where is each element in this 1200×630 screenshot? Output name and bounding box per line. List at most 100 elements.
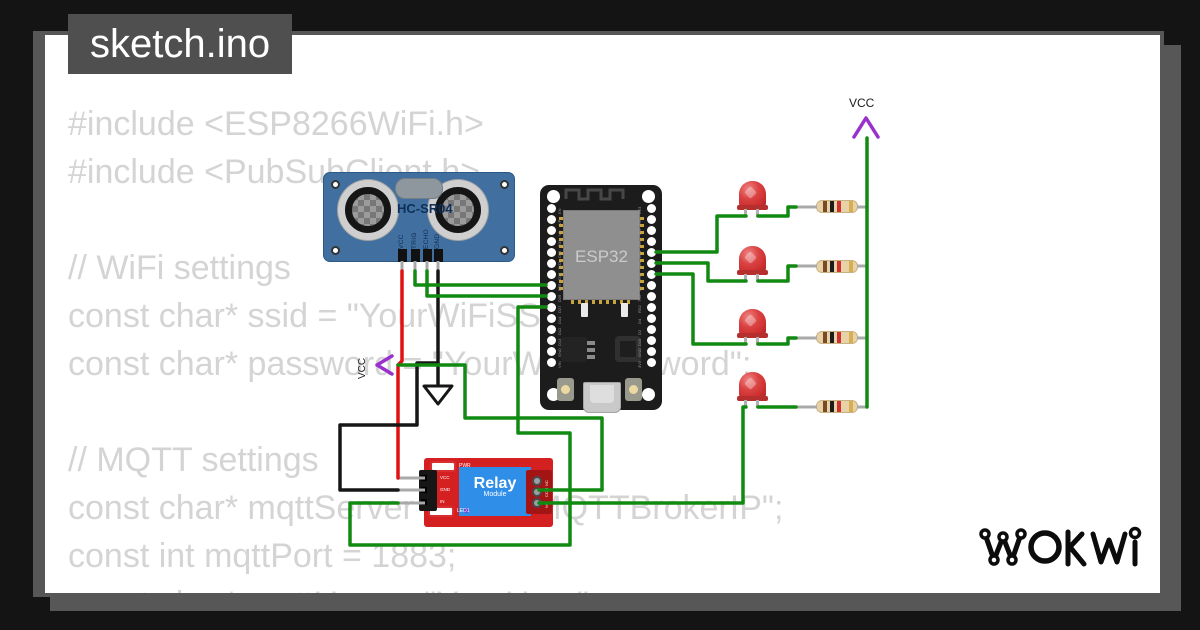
relay-pin-header[interactable] (419, 470, 437, 511)
esp32-pin-tx0-r[interactable] (646, 225, 656, 235)
esp32-pin-gnd-r[interactable] (646, 346, 656, 356)
led1-label: LED1 (457, 508, 470, 514)
led-1[interactable] (737, 181, 768, 217)
code-line: const int mqttPort = 1883; (68, 537, 457, 575)
esp32-module: ESP32 (559, 210, 644, 304)
en-button[interactable] (557, 378, 574, 401)
vcc-symbol-label: VCC (849, 96, 875, 110)
resistor-3[interactable] (816, 331, 858, 344)
code-line: #include <ESP8266WiFi.h> (68, 105, 484, 143)
esp32-silkscreen-label: ESP32 (575, 247, 628, 266)
pin-vcc[interactable] (398, 249, 407, 262)
terminal-label: NO (544, 502, 549, 508)
pin-label: VCC (398, 234, 405, 249)
esp32-pin-d33-l[interactable] (546, 269, 556, 279)
esp32-pin-en-l[interactable] (546, 203, 556, 213)
esp32-pin-d32-l[interactable] (546, 258, 556, 268)
esp32-pin-d25-l[interactable] (546, 280, 556, 290)
boot-button[interactable] (625, 378, 642, 401)
esp32-pin-d23-r[interactable] (646, 203, 656, 213)
relay-pin-label: GND (440, 487, 450, 492)
esp32-pin-d26-l[interactable] (546, 291, 556, 301)
relay-terminal-block[interactable]: NC COM NO (526, 470, 552, 514)
terminal-label: COM (544, 487, 549, 497)
esp32-pin-label: VN (557, 229, 562, 236)
esp32-pin-label: RX0 (637, 238, 642, 247)
esp32-pin-vin-l[interactable] (546, 357, 556, 367)
esp32-pin-label: D27 (557, 305, 562, 313)
esp32-pin-label: D18 (637, 272, 642, 280)
code-line: const char* ssid = "YourWiFiSSID"; (68, 297, 597, 335)
led-2[interactable] (737, 246, 768, 282)
esp32-pin-label: D19 (637, 261, 642, 269)
esp32-pin-label: TX0 (637, 228, 642, 236)
pin-echo[interactable] (423, 249, 432, 262)
esp32-pin-label: 3V3 (637, 360, 642, 368)
esp32-pin-label: D15 (637, 338, 642, 346)
relay-pin-label: VCC (440, 475, 450, 480)
esp32-pin-label: D4 (637, 318, 642, 324)
esp32-pin-vn-l[interactable] (546, 225, 556, 235)
esp32-pin-d34-l[interactable] (546, 236, 556, 246)
led-3[interactable] (737, 309, 768, 345)
esp32-pin-d4-r[interactable] (646, 313, 656, 323)
led-4[interactable] (737, 372, 768, 408)
esp32-pin-d5-r[interactable] (646, 280, 656, 290)
usb-chip-icon (615, 336, 641, 362)
esp32-pin-d2-r[interactable] (646, 324, 656, 334)
esp32-pin-d35-l[interactable] (546, 247, 556, 257)
esp32-pin-3v3-r[interactable] (646, 357, 656, 367)
transducer-icon (435, 187, 481, 233)
esp32-pin-d18-r[interactable] (646, 269, 656, 279)
esp32-pin-d27-l[interactable] (546, 302, 556, 312)
vcc-symbol-label: VCC (357, 357, 368, 379)
terminal-nc[interactable] (532, 476, 542, 486)
esp32-pin-d21-r[interactable] (646, 247, 656, 257)
mount-hole (547, 190, 560, 203)
esp32-pin-d22-r[interactable] (646, 214, 656, 224)
oscillator-icon (395, 178, 443, 199)
pin-label: ECHO (423, 229, 430, 249)
terminal-no[interactable] (532, 498, 542, 508)
wokwi-logo (979, 526, 1142, 567)
pin-gnd[interactable] (434, 249, 443, 262)
relay-module[interactable]: Relay Module PWR LED1 VCC GND IN NC COM … (419, 458, 553, 527)
hc-sr04-sensor[interactable]: HC-SR04 VCC TRIG ECHO GND (323, 172, 515, 262)
pin-trig[interactable] (411, 249, 420, 262)
esp32-pin-label: D35 (557, 250, 562, 258)
esp32-pin-d14-l[interactable] (546, 313, 556, 323)
usb-connector (583, 382, 621, 413)
terminal-com[interactable] (532, 487, 542, 497)
esp32-pin-label: D5 (637, 285, 642, 291)
esp32-pin-tx2-r[interactable] (646, 291, 656, 301)
esp32-pin-vp-l[interactable] (546, 214, 556, 224)
esp32-pin-label: D26 (557, 294, 562, 302)
esp32-pin-label: D25 (557, 283, 562, 291)
esp32-pin-label: D2 (637, 329, 642, 335)
resistor-1[interactable] (816, 200, 858, 213)
esp32-pin-rx2-r[interactable] (646, 302, 656, 312)
pin-label: TRIG (411, 232, 418, 249)
esp32-pin-d19-r[interactable] (646, 258, 656, 268)
esp32-pin-gnd-l[interactable] (546, 346, 556, 356)
filename-chip: sketch.ino (68, 14, 293, 74)
transducer-icon (345, 187, 391, 233)
esp32-pin-label: D13 (557, 338, 562, 346)
esp32-pin-label: D14 (557, 316, 562, 324)
esp32-pin-d12-l[interactable] (546, 324, 556, 334)
esp32-pin-d13-l[interactable] (546, 335, 556, 345)
pin-label: GND (434, 233, 441, 249)
code-line: // MQTT settings (68, 441, 319, 479)
resistor-4[interactable] (816, 400, 858, 413)
resistor-2[interactable] (816, 260, 858, 273)
esp32-pin-label: D34 (557, 239, 562, 247)
esp32-pin-label: TX2 (637, 294, 642, 302)
esp32-pin-label: GND (557, 347, 562, 357)
esp32-pin-d15-r[interactable] (646, 335, 656, 345)
pwr-label: PWR (459, 463, 471, 469)
esp32-pin-label: VIN (557, 360, 562, 368)
capacitor-icon (581, 303, 588, 317)
relay-pin-label: IN (440, 499, 445, 504)
esp32-pin-rx0-r[interactable] (646, 236, 656, 246)
